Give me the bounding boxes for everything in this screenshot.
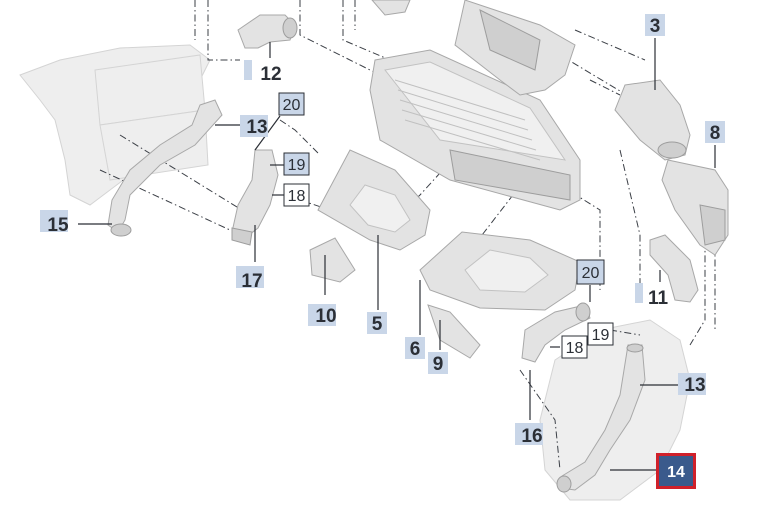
callout-15[interactable]: 15 bbox=[40, 210, 69, 236]
callout-8[interactable]: 8 bbox=[705, 121, 725, 144]
callout-13-right[interactable]: 13 bbox=[678, 373, 706, 396]
callout-8-label: 8 bbox=[710, 123, 721, 144]
boxed-callout-20-left[interactable]: 20 bbox=[278, 92, 305, 116]
callout-17[interactable]: 17 bbox=[236, 266, 264, 292]
part-17-hose bbox=[231, 149, 279, 246]
callout-5-label: 5 bbox=[372, 314, 383, 335]
boxed-callout-18-right-label: 18 bbox=[566, 340, 584, 357]
callout-17-label: 17 bbox=[241, 271, 262, 292]
callout-12-label: 12 bbox=[260, 64, 281, 85]
callout-11-label: 11 bbox=[648, 288, 669, 309]
callout-16-label: 16 bbox=[521, 426, 542, 447]
intercooler bbox=[369, 49, 581, 211]
callout-14-label: 14 bbox=[667, 464, 685, 481]
callout-14-selected[interactable]: 14 bbox=[656, 453, 696, 489]
air-guide-lower bbox=[419, 231, 581, 359]
part-3-duct bbox=[614, 79, 691, 161]
boxed-callout-18-left-label: 18 bbox=[288, 188, 306, 205]
callout-9[interactable]: 9 bbox=[428, 352, 448, 375]
left-support-frame bbox=[19, 44, 211, 206]
callout-12[interactable]: 12 bbox=[260, 64, 281, 85]
boxed-callout-20-right[interactable]: 20 bbox=[576, 259, 605, 285]
boxed-callout-19-right[interactable]: 19 bbox=[587, 322, 614, 346]
callout-9-label: 9 bbox=[433, 354, 444, 375]
boxed-callout-19-left[interactable]: 19 bbox=[283, 152, 310, 176]
air-guide-upper bbox=[309, 149, 431, 283]
leader-lines bbox=[78, 38, 716, 471]
callout-13-right-label: 13 bbox=[684, 375, 705, 396]
callout-5[interactable]: 5 bbox=[367, 312, 387, 335]
part-16-hose bbox=[521, 302, 591, 363]
part-8-duct bbox=[661, 159, 729, 256]
upper-duct bbox=[371, 0, 576, 96]
callout-3[interactable]: 3 bbox=[645, 14, 665, 37]
boxed-callout-19-right-label: 19 bbox=[592, 327, 610, 344]
callout-13-left[interactable]: 13 bbox=[240, 115, 268, 138]
callout-11[interactable]: 11 bbox=[635, 283, 668, 309]
callout-6[interactable]: 6 bbox=[405, 337, 425, 360]
callout-6-label: 6 bbox=[410, 339, 421, 360]
callout-13-left-label: 13 bbox=[246, 117, 267, 138]
callout-10-label: 10 bbox=[315, 306, 336, 327]
boxed-callout-19-left-label: 19 bbox=[288, 157, 306, 174]
boxed-callout-20-right-label: 20 bbox=[582, 265, 600, 282]
callout-16[interactable]: 16 bbox=[515, 423, 543, 447]
callout-15-label: 15 bbox=[47, 215, 69, 236]
boxed-callout-18-left[interactable]: 18 bbox=[283, 183, 310, 207]
part-13-hose-left bbox=[107, 99, 223, 237]
callout-3-label: 3 bbox=[650, 16, 661, 37]
callout-10[interactable]: 10 bbox=[308, 304, 337, 327]
boxed-callout-20-left-label: 20 bbox=[283, 97, 301, 114]
part-11-hose bbox=[649, 234, 699, 303]
part-12-hose bbox=[237, 14, 298, 80]
boxed-callout-18-right[interactable]: 18 bbox=[561, 335, 588, 359]
part-14-hose bbox=[556, 343, 646, 493]
